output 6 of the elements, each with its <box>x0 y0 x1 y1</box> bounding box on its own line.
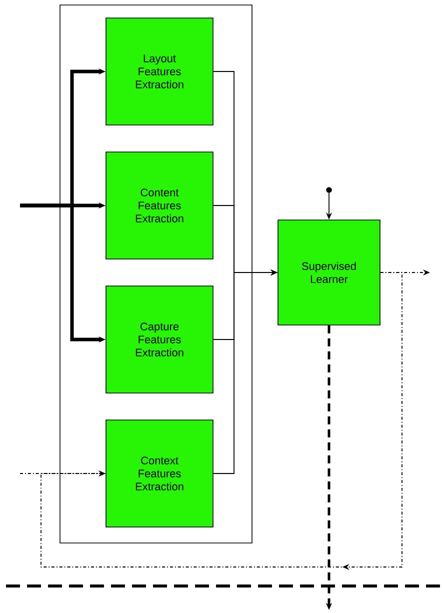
process-box: Context Features Extraction <box>106 420 214 528</box>
process-box: Capture Features Extraction <box>106 286 214 394</box>
process-box: Layout Features Extraction <box>106 18 214 126</box>
arrow <box>40 272 402 570</box>
process-box: Content Features Extraction <box>106 152 214 260</box>
process-box: Supervised Learner <box>278 220 380 326</box>
